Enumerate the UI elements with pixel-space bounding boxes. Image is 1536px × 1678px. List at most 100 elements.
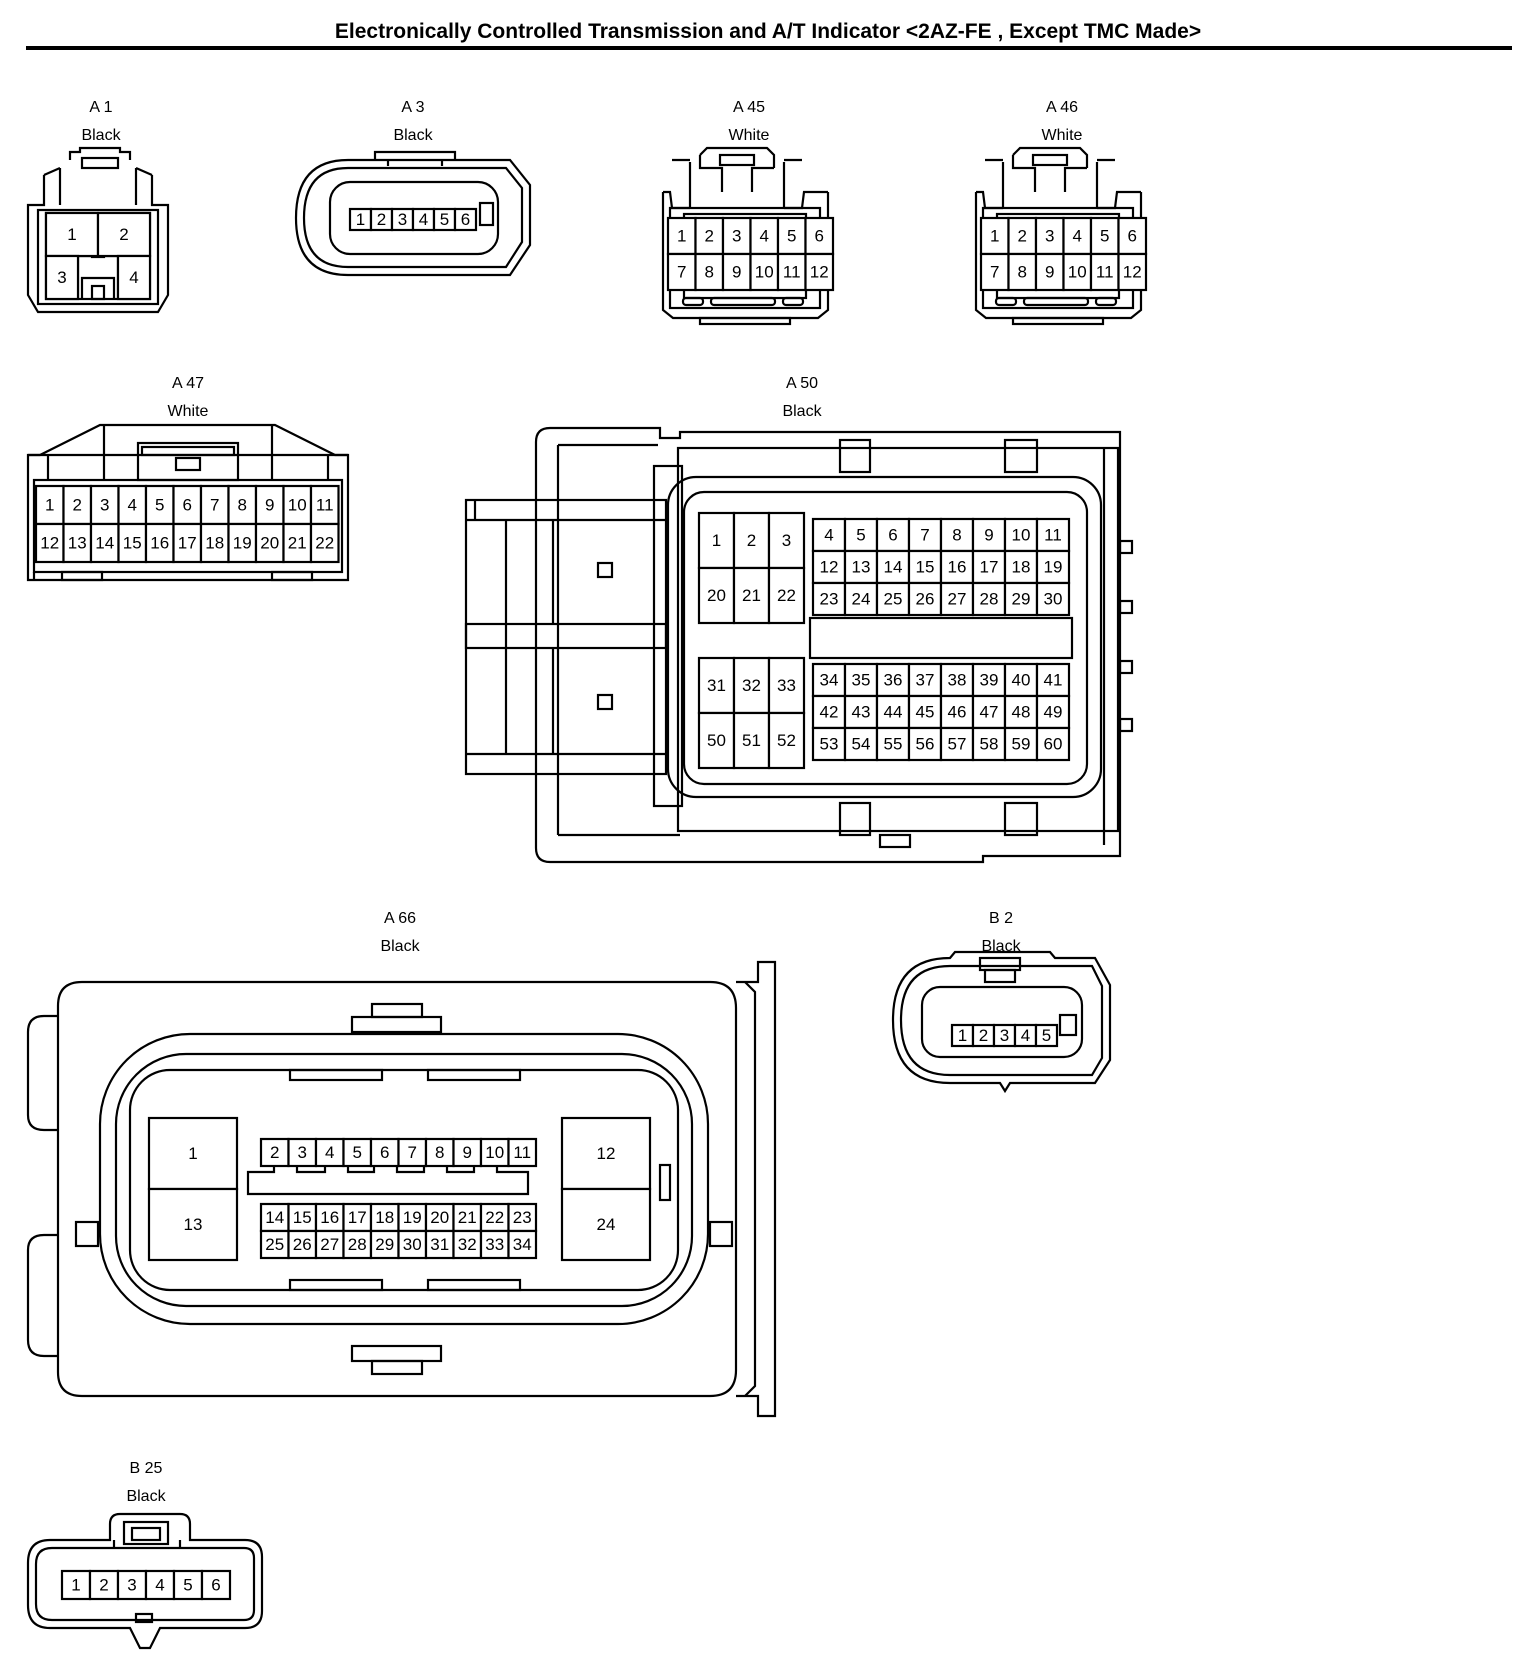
connector-a50-pin: 46 [939, 694, 975, 730]
pin-number: 6 [461, 210, 470, 229]
pin-number: 11 [513, 1143, 531, 1162]
pin-number: 1 [67, 225, 76, 244]
connector-a50-pin: 33 [767, 656, 806, 715]
connector-a46-pin: 2 [1007, 216, 1038, 256]
connector-a66-pin: 29 [369, 1229, 400, 1260]
connector-b25-color: Black [126, 1488, 166, 1505]
connector-b25 [26, 1512, 264, 1650]
pin-cell [116, 254, 152, 301]
connector-a66-pin: 33 [479, 1229, 510, 1260]
pin-number: 17 [348, 1208, 367, 1227]
pin-cell [811, 726, 847, 762]
connector-a50-pin: 60 [1035, 726, 1071, 762]
connector-a46-pin: 5 [1089, 216, 1120, 256]
connector-a50-pin: 53 [811, 726, 847, 762]
connector-a66-pin: 8 [424, 1137, 455, 1168]
pin-number: 5 [155, 496, 164, 515]
pin-number: 11 [1044, 526, 1062, 545]
pin-number: 4 [1073, 227, 1082, 246]
connector-a45-pin: 12 [804, 252, 835, 292]
pin-number: 51 [742, 731, 761, 750]
pin-number: 32 [742, 676, 761, 695]
pin-number: 4 [824, 526, 833, 545]
pin-cell [1089, 252, 1120, 292]
pin-cell [89, 484, 120, 526]
pin-number: 9 [984, 526, 993, 545]
pin-number: 49 [1044, 703, 1063, 722]
connector-a50-pin: 40 [1003, 662, 1039, 698]
pin-number: 9 [463, 1143, 472, 1162]
connector-a3-pin: 2 [369, 207, 394, 232]
connector-a50-pin: 11 [1035, 517, 1071, 553]
pin-number: 22 [315, 534, 334, 553]
connector-a50-pin: 14 [875, 549, 911, 585]
connector-a66-pin: 21 [452, 1202, 483, 1233]
connector-a50-pin: 27 [939, 581, 975, 617]
pin-cell [1089, 216, 1120, 256]
connector-a50-pin: 37 [907, 662, 943, 698]
connector-a50-pin: 39 [971, 662, 1007, 698]
connector-b25-pin: 5 [172, 1569, 204, 1601]
pin-cell [666, 216, 697, 256]
connector-a1-pin: 4 [116, 254, 152, 301]
pin-cell [732, 511, 771, 570]
pin-number: 31 [707, 676, 726, 695]
pin-cell [560, 1187, 652, 1262]
connector-a46-id: A 46 [1045, 99, 1079, 116]
connector-b2-pin: 4 [1013, 1023, 1038, 1048]
connector-a47-pin: 14 [89, 522, 120, 564]
pin-number: 13 [68, 534, 87, 553]
pin-number: 39 [980, 671, 999, 690]
pin-number: 3 [298, 1143, 307, 1162]
pin-number: 5 [1042, 1026, 1051, 1045]
connector-a50 [464, 426, 1134, 864]
pin-number: 20 [260, 534, 279, 553]
pin-number: 41 [1044, 671, 1063, 690]
pin-number: 4 [129, 268, 138, 287]
pin-number: 2 [119, 225, 128, 244]
connector-a66-pin: 1 [147, 1116, 239, 1191]
pin-cell [1003, 517, 1039, 553]
pin-cell [507, 1229, 538, 1260]
connector-a47-pin: 12 [34, 522, 65, 564]
pin-number: 43 [852, 703, 871, 722]
connector-a46-pin: 11 [1089, 252, 1120, 292]
pin-number: 2 [705, 227, 714, 246]
pin-number: 16 [150, 534, 169, 553]
connector-a3-color: Black [393, 127, 433, 144]
pin-number: 1 [958, 1026, 967, 1045]
pin-cell [1034, 252, 1065, 292]
connector-a45-pin: 8 [694, 252, 725, 292]
pin-number: 55 [884, 735, 903, 754]
pin-number: 54 [852, 735, 871, 754]
connector-a46-pin: 8 [1007, 252, 1038, 292]
pin-number: 47 [980, 703, 999, 722]
connector-b2-pin: 3 [992, 1023, 1017, 1048]
connector-a66-pin: 10 [479, 1137, 510, 1168]
pin-number: 6 [1128, 227, 1137, 246]
pin-cell [1034, 1023, 1059, 1048]
connector-b25-pin: 3 [116, 1569, 148, 1601]
pin-number: 14 [265, 1208, 284, 1227]
connector-a50-pin: 21 [732, 566, 771, 625]
pin-cell [843, 549, 879, 585]
pin-number: 22 [777, 586, 796, 605]
connector-a50-pin: 48 [1003, 694, 1039, 730]
pin-number: 18 [1012, 558, 1031, 577]
pin-number: 44 [884, 703, 903, 722]
connector-a47-color: White [167, 403, 209, 420]
pin-number: 2 [979, 1026, 988, 1045]
connector-a47-pin: 17 [172, 522, 203, 564]
pin-cell [1035, 694, 1071, 730]
connector-a50-pin: 51 [732, 711, 771, 770]
connector-a47-pin: 20 [254, 522, 285, 564]
pin-number: 3 [732, 227, 741, 246]
connector-a47-pin: 1 [34, 484, 65, 526]
connector-a50-pin: 41 [1035, 662, 1071, 698]
connector-a50-pin: 16 [939, 549, 975, 585]
pin-number: 4 [128, 496, 137, 515]
pin-cell [479, 1229, 510, 1260]
pin-number: 12 [810, 263, 829, 282]
connector-a45-pin: 6 [804, 216, 835, 256]
